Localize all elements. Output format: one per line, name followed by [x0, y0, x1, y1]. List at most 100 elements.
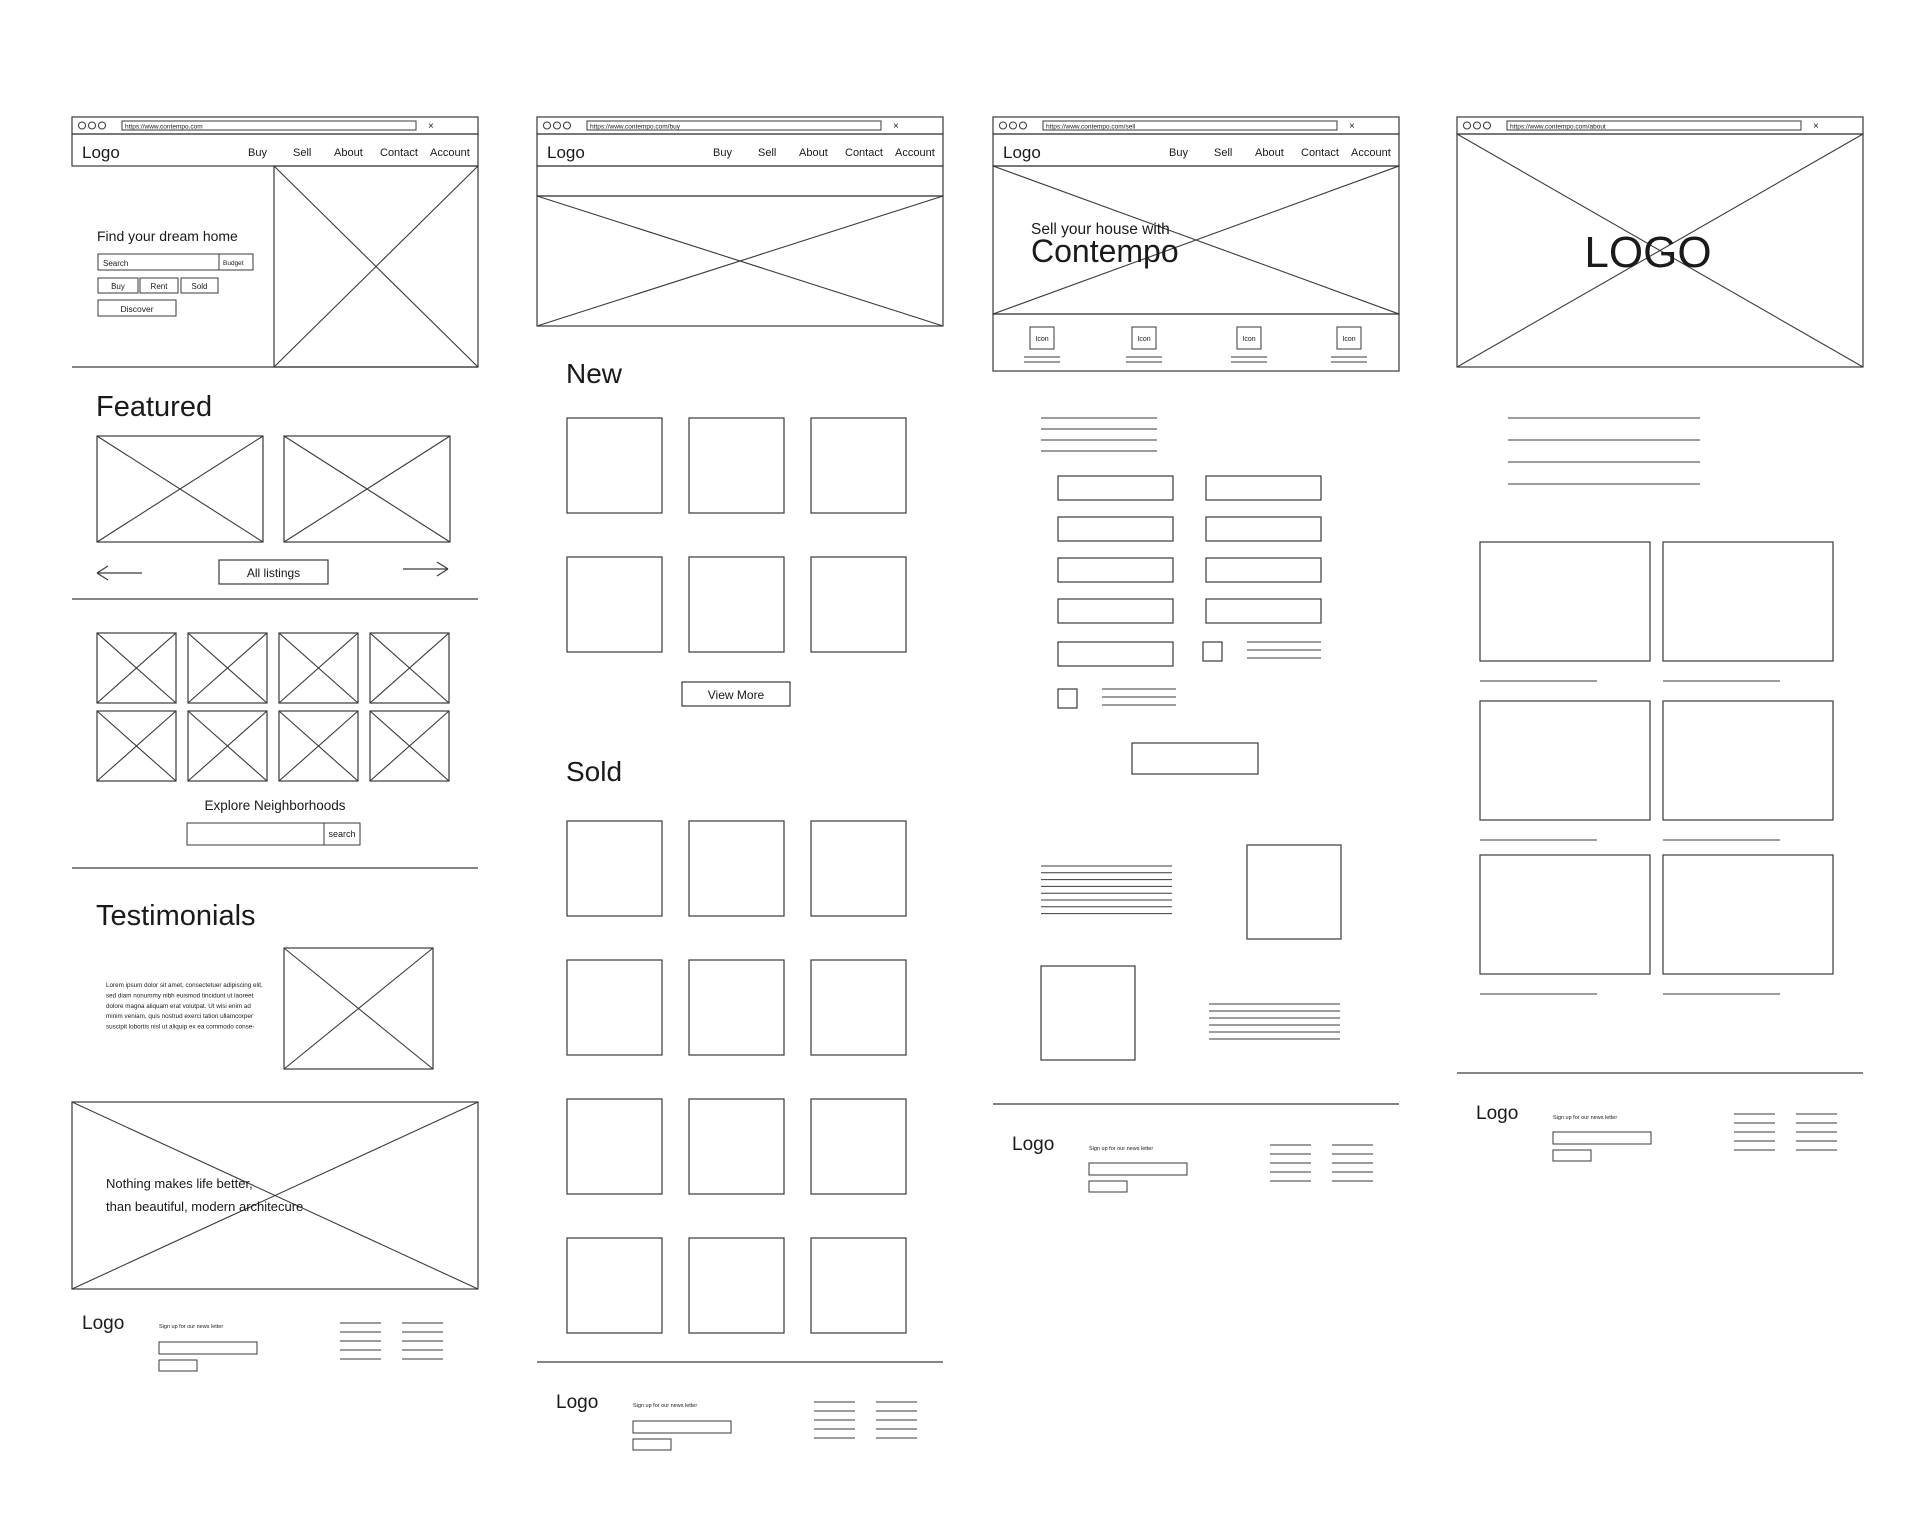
listing-card[interactable] [566, 556, 663, 653]
neighborhood-image-placeholder [96, 710, 177, 782]
newsletter-submit-button[interactable] [1088, 1180, 1128, 1193]
sold-listing-card[interactable] [810, 1237, 907, 1334]
image-placeholder-frame [187, 710, 268, 782]
nav-link-account[interactable]: Account [430, 147, 470, 159]
footer-logo[interactable]: Logo [82, 1313, 124, 1334]
search-placeholder: Search [103, 259, 128, 268]
close-icon[interactable]: × [893, 121, 899, 132]
address-bar[interactable] [1042, 120, 1338, 131]
sold-listing-card[interactable] [566, 1237, 663, 1334]
sell-form-field[interactable] [1205, 475, 1322, 501]
newsletter-submit-button[interactable] [632, 1438, 672, 1451]
close-icon[interactable]: × [1349, 121, 1355, 132]
nav-link-contact[interactable]: Contact [845, 147, 883, 159]
address-bar[interactable] [586, 120, 882, 131]
sold-listing-card[interactable] [688, 1237, 785, 1334]
listing-card[interactable] [810, 556, 907, 653]
nav-link-buy[interactable]: Buy [248, 147, 267, 159]
image-placeholder-cross [278, 710, 359, 782]
listing-card[interactable] [810, 417, 907, 514]
footer-logo[interactable]: Logo [1476, 1103, 1518, 1124]
neighborhood-search-button[interactable] [323, 822, 361, 846]
nav-logo[interactable]: Logo [547, 143, 585, 162]
rent-toggle[interactable] [139, 277, 179, 294]
nav-link-sell[interactable]: Sell [758, 147, 776, 159]
image-placeholder-cross [187, 632, 268, 704]
nav-link-contact[interactable]: Contact [380, 147, 418, 159]
nav-link-about[interactable]: About [1255, 147, 1284, 159]
info-image-box [1040, 965, 1136, 1061]
sell-form-field[interactable] [1057, 598, 1174, 624]
banner-text: Nothing makes life better, [106, 1176, 253, 1191]
sell-form-field[interactable] [1057, 641, 1174, 667]
image-placeholder-cross [96, 435, 264, 543]
sell-form-field[interactable] [1057, 516, 1174, 542]
listing-card[interactable] [688, 556, 785, 653]
testimonial-text-line: dolore magna aliquam erat volutpat. Ut w… [106, 1003, 251, 1010]
listing-card[interactable] [566, 417, 663, 514]
sold-listing-card[interactable] [810, 820, 907, 917]
view-more-button[interactable] [681, 681, 791, 707]
address-bar[interactable] [121, 120, 417, 131]
nav-link-about[interactable]: About [799, 147, 828, 159]
sell-form-checkbox[interactable] [1057, 688, 1078, 709]
sell-form-submit-button[interactable] [1131, 742, 1259, 775]
feature-icon [1131, 326, 1157, 350]
discover-button-label: Discover [120, 304, 153, 314]
neighborhood-image-placeholder [369, 710, 450, 782]
window-dot-icon [1473, 121, 1481, 130]
neighborhood-image-placeholder [96, 632, 177, 704]
window-dot-icon [1463, 121, 1471, 130]
close-icon[interactable]: × [428, 121, 434, 132]
all-listings-button[interactable] [218, 559, 329, 585]
filter-bar [536, 165, 944, 197]
budget-field[interactable] [218, 253, 254, 271]
discover-button[interactable] [97, 299, 177, 317]
nav-link-account[interactable]: Account [1351, 147, 1391, 159]
footer-logo[interactable]: Logo [556, 1392, 598, 1413]
sold-listing-card[interactable] [688, 1098, 785, 1195]
nav-link-contact[interactable]: Contact [1301, 147, 1339, 159]
sold-listing-card[interactable] [810, 959, 907, 1056]
sell-form-field[interactable] [1205, 557, 1322, 583]
newsletter-submit-button[interactable] [158, 1359, 198, 1372]
nav-link-buy[interactable]: Buy [713, 147, 732, 159]
team-photo-box [1479, 854, 1651, 975]
listing-card[interactable] [688, 417, 785, 514]
nav-logo[interactable]: Logo [82, 143, 120, 162]
buy-toggle[interactable] [97, 277, 139, 294]
sell-form-field[interactable] [1057, 557, 1174, 583]
sold-listing-card[interactable] [566, 959, 663, 1056]
featured-title: Featured [96, 391, 212, 423]
neighborhood-image-placeholder [278, 710, 359, 782]
nav-logo[interactable]: Logo [1003, 143, 1041, 162]
sell-form-field[interactable] [1205, 516, 1322, 542]
footer-logo[interactable]: Logo [1012, 1134, 1054, 1155]
sell-form-checkbox[interactable] [1202, 641, 1223, 662]
sell-form-field[interactable] [1057, 475, 1174, 501]
window-dot-icon [553, 121, 561, 130]
nav-link-sell[interactable]: Sell [293, 147, 311, 159]
close-icon[interactable]: × [1813, 121, 1819, 132]
sold-listing-card[interactable] [566, 820, 663, 917]
nav-link-sell[interactable]: Sell [1214, 147, 1232, 159]
image-placeholder-cross [96, 710, 177, 782]
nav-link-account[interactable]: Account [895, 147, 935, 159]
newsletter-submit-button[interactable] [1552, 1149, 1592, 1162]
nav-link-about[interactable]: About [334, 147, 363, 159]
sold-listing-card[interactable] [688, 820, 785, 917]
sold-toggle[interactable] [180, 277, 219, 294]
newsletter-email-input[interactable] [1552, 1131, 1652, 1145]
newsletter-email-input[interactable] [1088, 1162, 1188, 1176]
sold-listing-card[interactable] [810, 1098, 907, 1195]
team-photo-box [1479, 541, 1651, 662]
sell-form-field[interactable] [1205, 598, 1322, 624]
neighborhood-search-input[interactable] [186, 822, 325, 846]
newsletter-email-input[interactable] [158, 1341, 258, 1355]
nav-link-buy[interactable]: Buy [1169, 147, 1188, 159]
sold-listing-card[interactable] [688, 959, 785, 1056]
newsletter-email-input[interactable] [632, 1420, 732, 1434]
sold-listing-card[interactable] [566, 1098, 663, 1195]
address-bar[interactable] [1506, 120, 1802, 131]
